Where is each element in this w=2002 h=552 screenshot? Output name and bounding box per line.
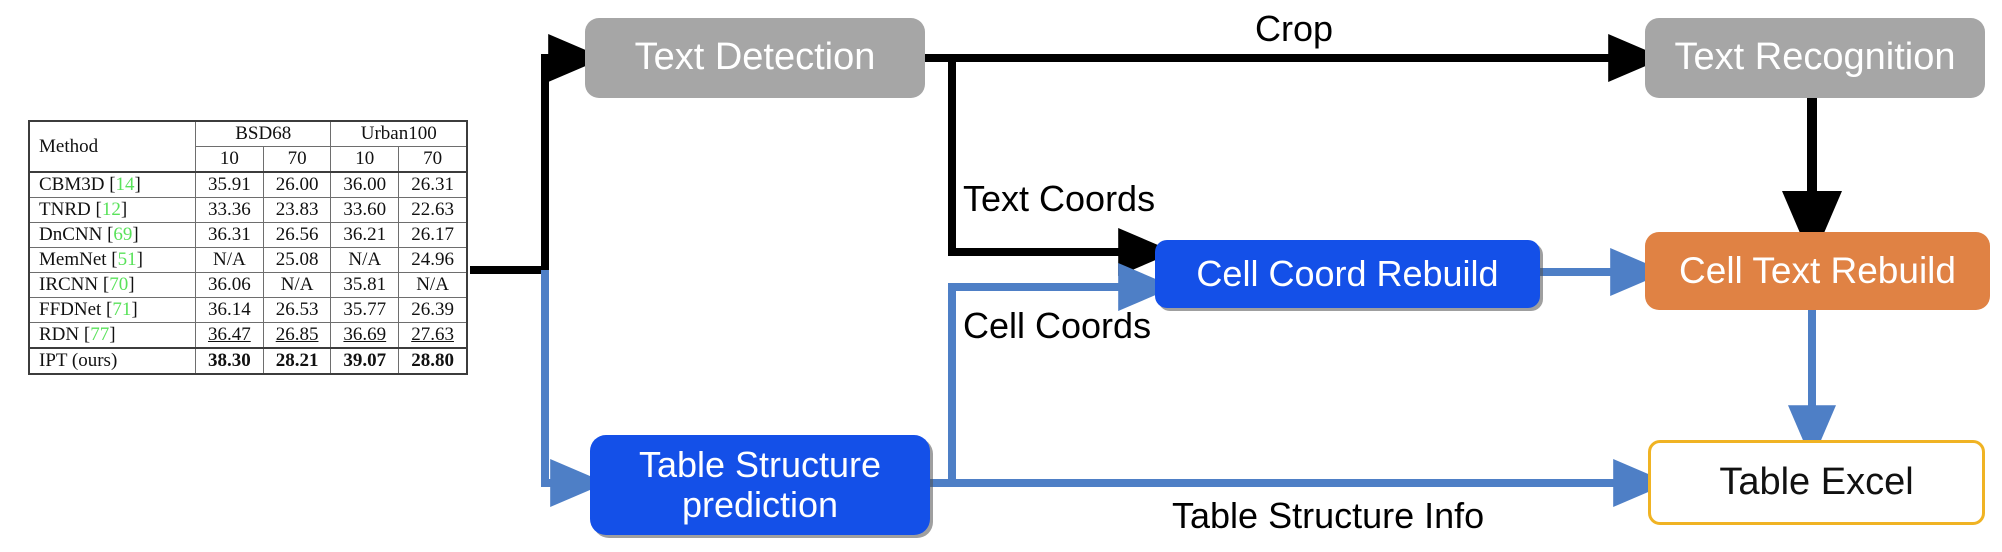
table-subheader-urban100-10: 10 <box>330 146 400 173</box>
method-name-close: ] <box>128 274 135 295</box>
table-cell-value: 25.08 <box>262 247 332 273</box>
citation-ref: 51 <box>117 249 137 270</box>
table-cell-value: N/A <box>262 272 332 298</box>
table-cell-value: 36.31 <box>195 222 264 248</box>
table-cell-value: 26.00 <box>262 171 332 198</box>
node-text-detection[interactable]: Text Detection <box>585 18 925 98</box>
node-cell-coord-rebuild[interactable]: Cell Coord Rebuild <box>1155 240 1540 308</box>
table-cell-method: DnCNN [69] <box>28 222 196 248</box>
edge-label-text-coords: Text Coords <box>963 178 1156 219</box>
table-cell-value: 36.69 <box>330 322 400 349</box>
edge-label-table-structure-info: Table Structure Info <box>1172 495 1485 536</box>
table-cell-value: 26.17 <box>398 222 468 248</box>
citation-ref: 69 <box>113 224 133 245</box>
method-name-close: ] <box>109 324 116 345</box>
table-cell-method: MemNet [51] <box>28 247 196 273</box>
table-cell-value: N/A <box>398 272 468 298</box>
table-cell-method: IRCNN [70] <box>28 272 196 298</box>
table-cell-value: 28.80 <box>398 347 468 375</box>
table-cell-value: 36.21 <box>330 222 400 248</box>
table-cell-value: 35.77 <box>330 297 400 323</box>
source-table-image: Method BSD68 Urban100 10 70 10 70 CBM3D … <box>28 120 468 375</box>
method-name: FFDNet [ <box>39 299 113 320</box>
table-cell-method: RDN [77] <box>28 322 196 349</box>
table-group-header-row: Method BSD68 Urban100 <box>28 120 468 173</box>
table-cell-method: IPT (ours) <box>28 347 196 375</box>
table-cell-value: 39.07 <box>330 347 400 375</box>
table-cell-value: N/A <box>330 247 400 273</box>
table-cell-value: 36.00 <box>330 171 400 198</box>
citation-ref: 12 <box>101 199 121 220</box>
citation-ref: 77 <box>90 324 110 345</box>
table-cell-value: 35.81 <box>330 272 400 298</box>
table-header-method: Method <box>28 120 196 173</box>
table-cell-value: 33.36 <box>195 197 264 223</box>
node-table-structure-prediction[interactable]: Table Structure prediction <box>590 435 930 535</box>
table-cell-method: CBM3D [14] <box>28 171 196 198</box>
table-cell-value: 36.47 <box>195 322 264 349</box>
table-cell-value: 24.96 <box>398 247 468 273</box>
method-name-close: ] <box>132 224 139 245</box>
table-cell-value: 33.60 <box>330 197 400 223</box>
edge-label-crop: Crop <box>1255 8 1334 49</box>
table-subheader-bsd68-10: 10 <box>195 146 264 173</box>
table-cell-method: TNRD [12] <box>28 197 196 223</box>
method-name-close: ] <box>120 199 128 220</box>
table-sub-header-row: 10 70 10 70 <box>29 146 468 173</box>
table-subheader-bsd68-70: 70 <box>262 146 332 173</box>
table-cell-value: 22.63 <box>398 197 468 223</box>
node-cell-text-rebuild[interactable]: Cell Text Rebuild <box>1645 232 1990 310</box>
table-cell-value: 36.14 <box>195 297 264 323</box>
table-cell-value: 36.06 <box>195 272 264 298</box>
edge-label-cell-coords: Cell Coords <box>963 305 1152 346</box>
node-text-recognition[interactable]: Text Recognition <box>1645 18 1985 98</box>
wire-junction-to-table-structure <box>541 270 607 507</box>
table-cell-value: 26.39 <box>398 297 468 323</box>
citation-ref: 70 <box>109 274 129 295</box>
table-cell-value: 23.83 <box>262 197 332 223</box>
table-cell-value: 27.63 <box>398 322 468 349</box>
method-name: RDN [ <box>39 324 91 345</box>
method-name: TNRD [ <box>39 199 102 220</box>
wire-junction-to-text-detection <box>541 34 605 272</box>
table-cell-value: 35.91 <box>195 171 264 198</box>
node-table-excel[interactable]: Table Excel <box>1648 440 1985 525</box>
table-cell-value: 28.21 <box>262 347 332 375</box>
wire-text-coords-to-cell-coord-rebuild <box>948 58 1175 276</box>
table-cell-method: FFDNet [71] <box>28 297 196 323</box>
table-cell-value: 26.85 <box>262 322 332 349</box>
method-name: MemNet [ <box>39 249 118 270</box>
table-cell-value: 26.31 <box>398 171 468 198</box>
method-name: DnCNN [ <box>39 224 114 245</box>
method-name: IRCNN [ <box>39 274 110 295</box>
table-subheader-urban100-70: 70 <box>398 146 468 173</box>
method-name: CBM3D [ <box>39 174 116 195</box>
table-cell-value: 26.56 <box>262 222 332 248</box>
table-cell-value: N/A <box>195 247 264 273</box>
table-cell-value: 38.30 <box>195 347 264 375</box>
table-header-urban100: Urban100 <box>330 120 468 147</box>
citation-ref: 71 <box>112 299 132 320</box>
table-head: Method BSD68 Urban100 10 70 10 70 <box>28 120 468 173</box>
table-cell-value: 26.53 <box>262 297 332 323</box>
method-name-close: ] <box>131 299 138 320</box>
method-name-close: ] <box>136 249 143 270</box>
method-name-close: ] <box>134 174 141 195</box>
citation-ref: 14 <box>115 174 135 195</box>
table-header-bsd68: BSD68 <box>194 120 332 147</box>
